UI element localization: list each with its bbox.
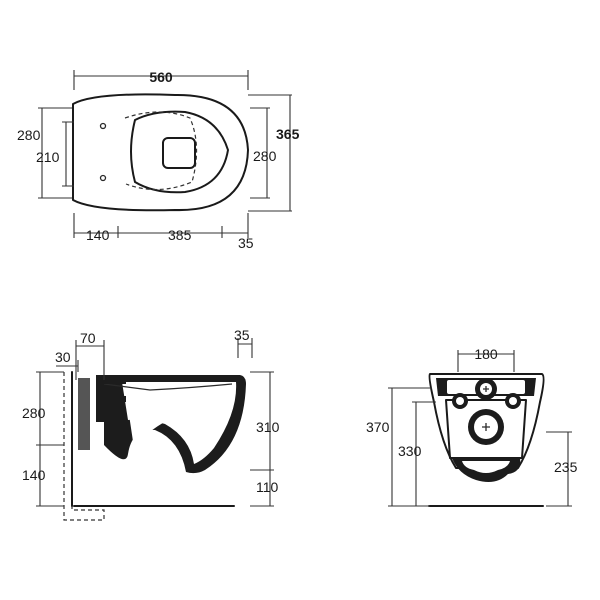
rear-bottom-pedestal-inner <box>462 461 510 473</box>
top-view: 560 365 280 280 210 140 385 35 <box>17 69 300 251</box>
side-dim-110-label: 110 <box>256 479 279 495</box>
rear-dim-330-label: 330 <box>398 443 422 459</box>
top-fixing-hole-upper <box>99 122 107 130</box>
side-view: 70 30 35 280 140 310 110 <box>22 327 280 521</box>
top-dim-seg-c-label: 35 <box>238 235 254 251</box>
rear-dim-235-label: 235 <box>554 459 578 475</box>
rear-dim-180-line <box>457 350 515 372</box>
side-flange <box>78 378 90 450</box>
top-dim-seg-b-label: 385 <box>168 227 192 243</box>
side-dim-35-line <box>237 338 253 358</box>
rear-upper-hole-cross <box>483 386 489 392</box>
top-dim-width-line <box>73 70 249 90</box>
top-dim-depth-label: 365 <box>276 126 300 142</box>
top-dim-seg-a-label: 140 <box>86 227 110 243</box>
top-dim-bottom-chain-line <box>73 213 249 238</box>
side-bracket-lower <box>96 416 110 422</box>
rear-dim-370-line <box>388 387 432 507</box>
side-dim-70-label: 70 <box>80 330 96 346</box>
rear-view: 180 370 330 235 <box>366 346 578 507</box>
top-dim-left-inner-line <box>62 121 74 187</box>
rear-dim-235-line <box>546 431 572 507</box>
side-flush-line <box>103 383 233 391</box>
side-dim-280-label: 280 <box>22 405 46 421</box>
rear-dim-370-label: 370 <box>366 419 390 435</box>
rear-dim-330-line <box>412 401 436 506</box>
side-bowl-trap <box>128 404 168 448</box>
top-outlet-square <box>162 137 196 169</box>
top-fixing-hole-lower <box>99 174 107 182</box>
side-dim-70-line <box>75 340 105 380</box>
side-dim-30-line <box>56 360 79 372</box>
side-dim-35-label: 35 <box>234 327 250 343</box>
side-dim-310-label: 310 <box>256 419 280 435</box>
top-dim-left-inner-label: 210 <box>36 149 60 165</box>
top-dim-depth-line <box>248 94 292 212</box>
top-bowl-outline <box>72 93 249 212</box>
top-rim-dashed <box>124 111 198 191</box>
side-dim-140-label: 140 <box>22 467 46 483</box>
rear-right-hole-inner <box>509 397 517 405</box>
side-dim-left-line <box>36 371 64 507</box>
side-dim-30-label: 30 <box>55 349 71 365</box>
rear-left-hole-inner <box>456 397 464 405</box>
rear-outlet-cross <box>482 423 490 431</box>
side-bowl-inner <box>122 382 237 464</box>
top-inner-seat <box>130 110 229 194</box>
top-dim-left-outer-label: 280 <box>17 127 41 143</box>
rear-dim-180-label: 180 <box>474 346 498 362</box>
side-dim-right-line <box>250 371 274 507</box>
top-dim-depth-inner-line <box>250 107 270 199</box>
top-dim-depth-inner-label: 280 <box>253 148 277 164</box>
side-bracket-upper <box>96 396 126 402</box>
side-bracket-top <box>96 378 126 384</box>
top-dim-left-outer-line <box>38 107 72 199</box>
rear-inner-panel <box>445 399 527 459</box>
top-dim-width-label: 560 <box>149 69 173 85</box>
